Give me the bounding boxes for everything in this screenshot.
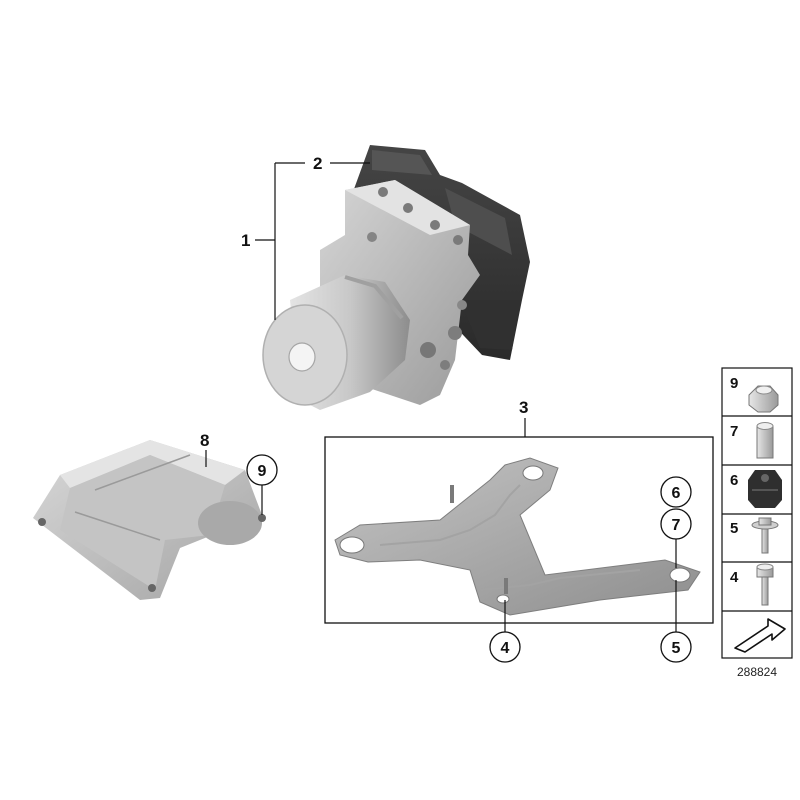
callout-5: 5 (672, 640, 681, 657)
callout-5-circle (660, 631, 692, 663)
nut-icon (748, 385, 779, 413)
legend-row-7: 7 (730, 422, 774, 459)
sleeve-icon (756, 422, 774, 459)
callout-4-circle (489, 631, 521, 663)
callout-2: 2 (313, 154, 322, 173)
callout-4: 4 (501, 640, 510, 657)
control-module-illustration (33, 440, 266, 600)
callout-8: 8 (200, 431, 209, 450)
rubber-mount-icon (748, 470, 782, 508)
bolt-icon (756, 563, 774, 606)
legend-number: 9 (730, 375, 738, 392)
parts-legend: 9 7 6 5 (721, 367, 793, 679)
callout-3: 3 (519, 398, 528, 417)
legend-row-9: 9 (730, 375, 779, 413)
callout-6-circle (660, 476, 692, 508)
legend-number: 5 (730, 520, 738, 537)
legend-row-4: 4 (730, 563, 774, 606)
direction-arrow-icon (734, 618, 786, 653)
bracket-illustration (334, 457, 701, 616)
legend-row-5: 5 (730, 517, 779, 554)
legend-row-6: 6 (730, 470, 782, 508)
hydraulic-unit-illustration (262, 145, 530, 410)
bracket-group-frame (324, 436, 714, 624)
legend-number: 4 (730, 569, 739, 586)
callout-6: 6 (672, 485, 681, 502)
legend-number: 7 (730, 423, 738, 440)
legend-number: 6 (730, 472, 738, 489)
callout-9: 9 (258, 463, 267, 480)
screw-washer-icon (751, 517, 779, 554)
leader-1 (255, 162, 305, 320)
diagram-code: 288824 (737, 665, 777, 679)
callout-7: 7 (672, 517, 681, 534)
callout-1: 1 (241, 231, 250, 250)
